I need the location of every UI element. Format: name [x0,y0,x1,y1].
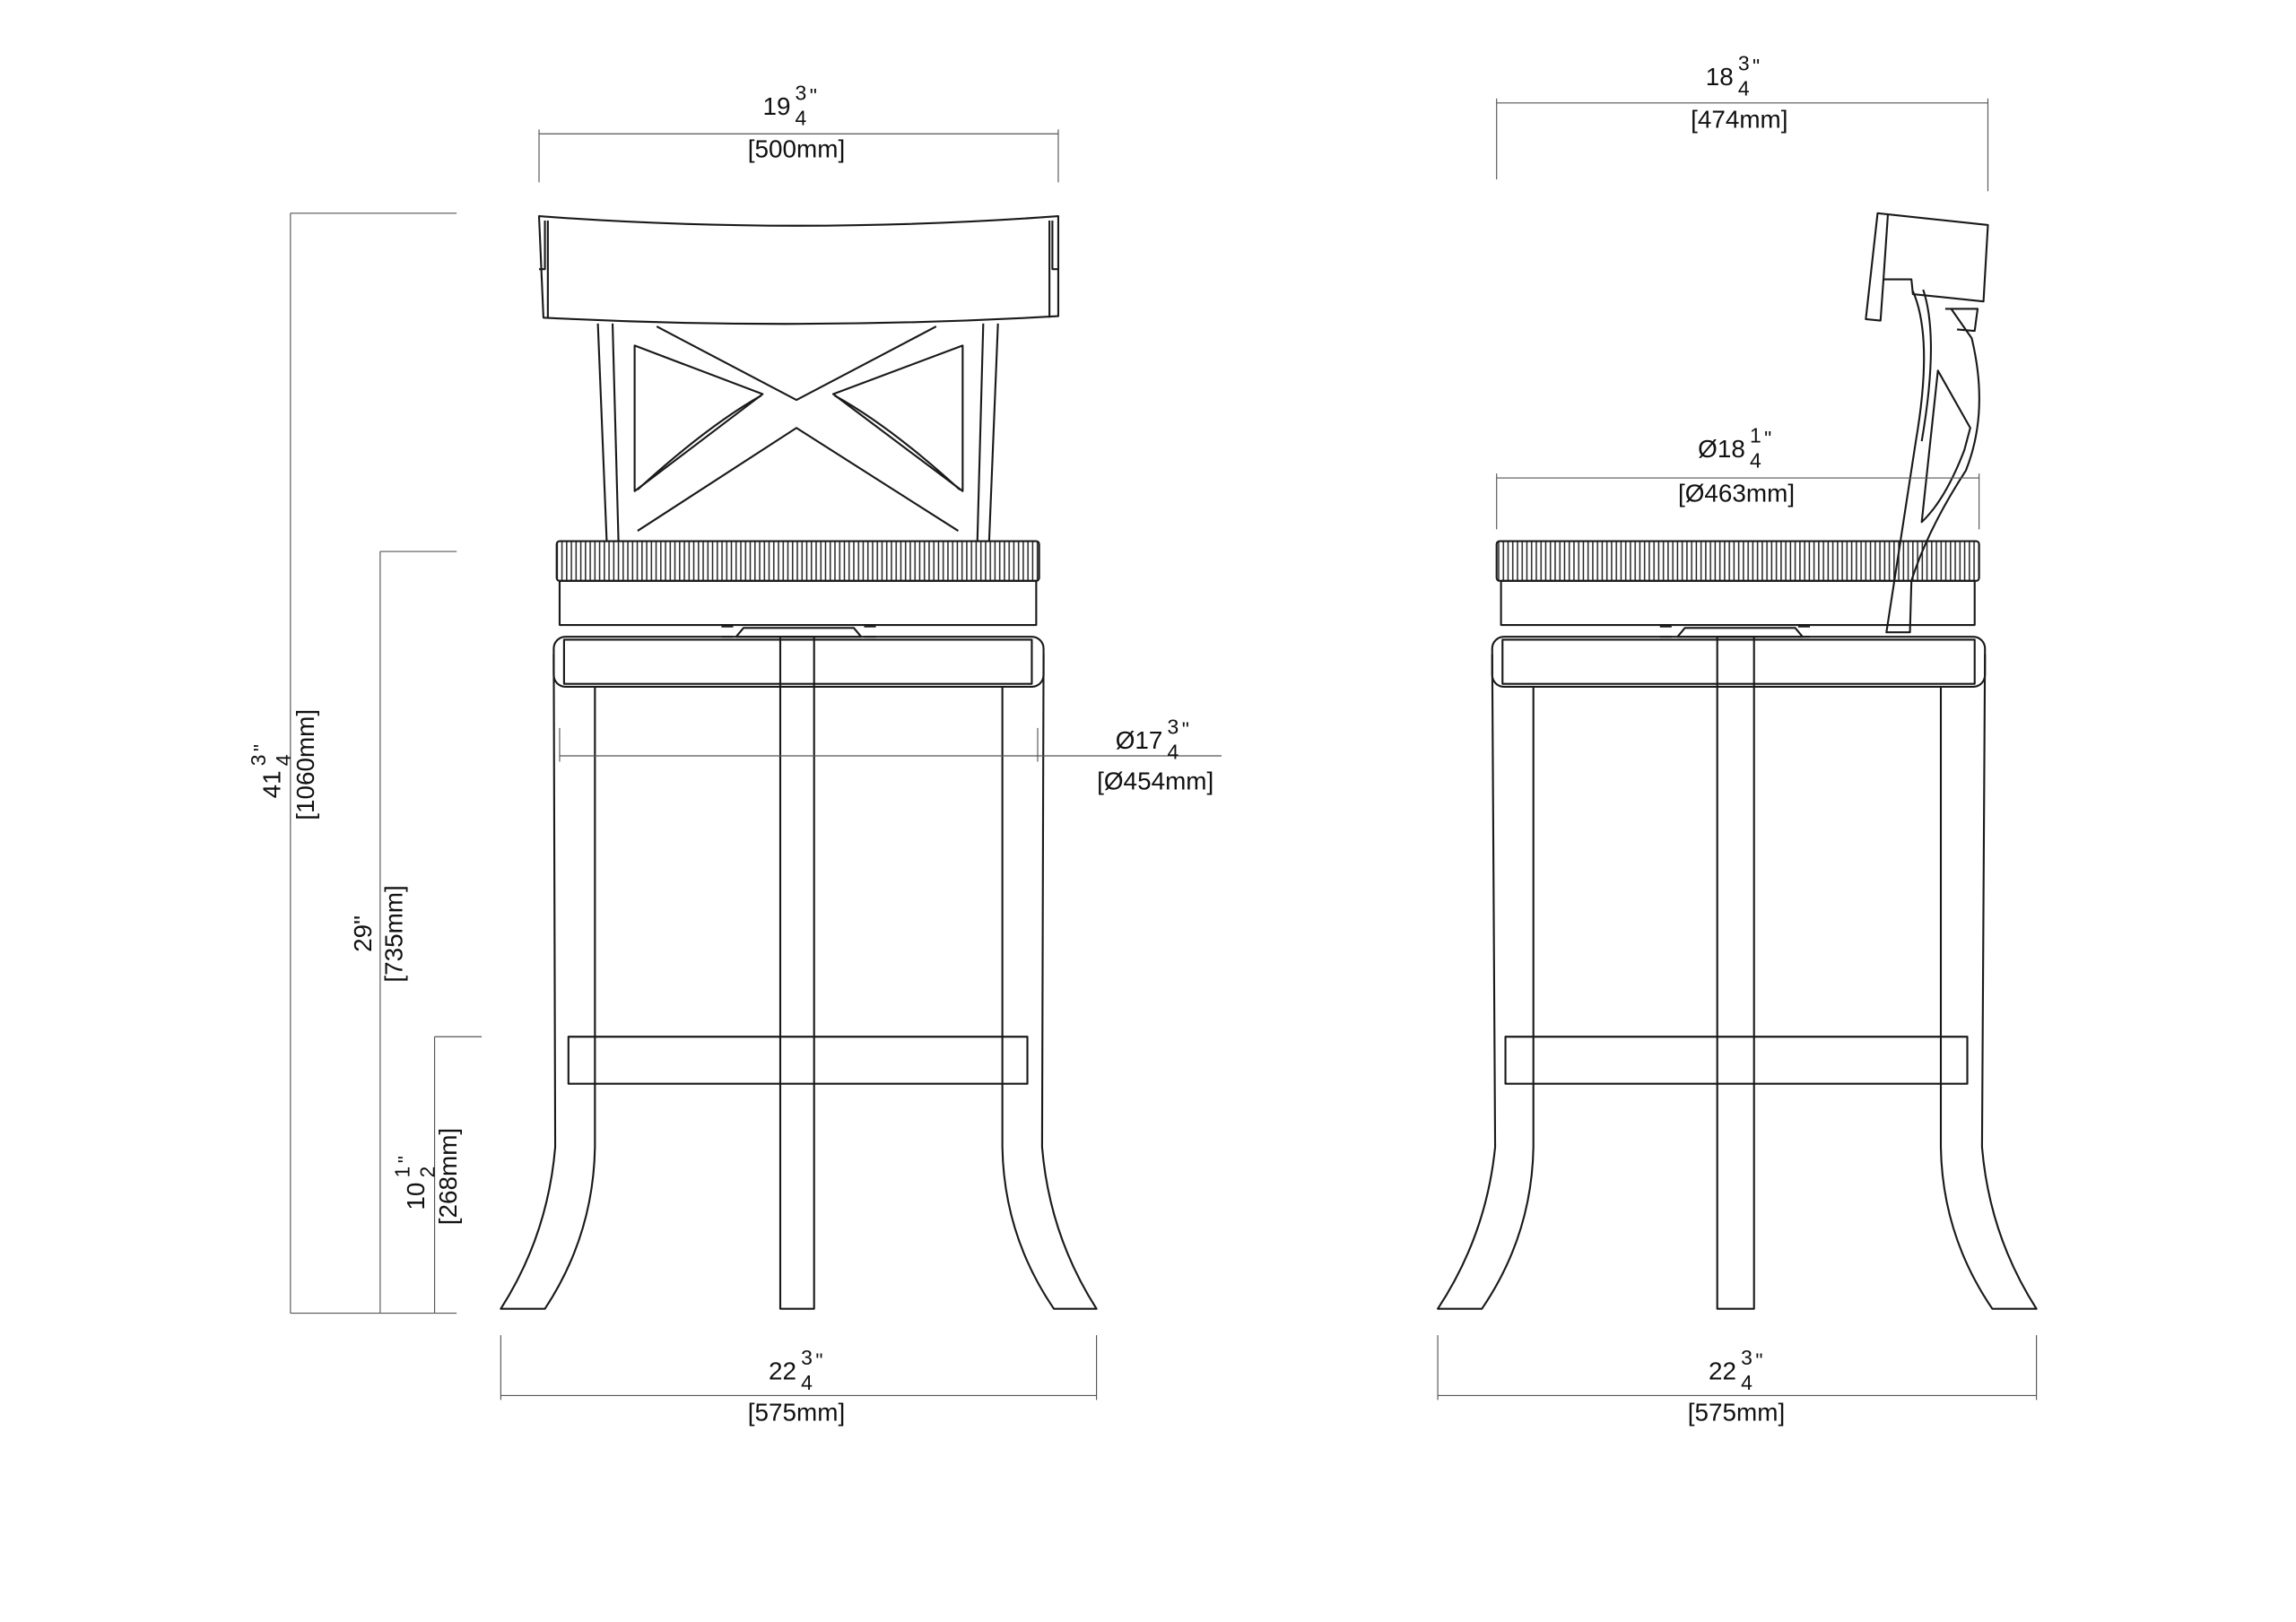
dimension-lines [290,98,2038,1401]
dim-inch-mark: " [810,84,817,108]
dim-metric: [500mm] [748,134,845,162]
dim-imperial: 29" [349,915,377,952]
dim-front-base-width: 22 3 4 " [575mm] [748,1346,845,1426]
dim-numerator: 3 [796,82,807,105]
dim-side-depth: 18 3 4 " [474mm] [1691,52,1787,134]
dim-denominator: 4 [801,1371,813,1394]
dim-side-base-width: 22 3 4 " [575mm] [1688,1346,1785,1426]
dim-inch-mark: " [815,1349,822,1372]
front-swivel [721,625,876,638]
side-leg-left [1437,654,1535,1310]
front-back-post-left [596,323,620,542]
dim-numerator: 3 [1738,52,1750,75]
side-leg-right [1939,654,2038,1310]
dim-footrest-height: 10 1 2 " [268mm] [391,1128,462,1225]
dim-whole: 41 [257,770,285,798]
side-leg-center [1716,636,1755,1310]
side-swivel [1659,625,1811,638]
dim-front-backrest-width: 19 3 4 " [500mm] [748,82,845,163]
dim-whole: 10 [402,1183,430,1210]
dim-numerator: 1 [391,1167,414,1178]
dim-metric: [268mm] [434,1128,462,1225]
dim-metric: [Ø463mm] [1678,479,1795,507]
dim-overall-height: 41 3 4 " [1060mm] [247,709,319,820]
front-footrest [567,1036,1029,1085]
front-frame-ring [552,636,1045,688]
dim-inch-mark: " [249,744,273,751]
side-view [1437,212,2038,1310]
side-backrest [1865,212,1989,634]
side-frame-ring [1491,636,1987,688]
dim-denominator: 4 [272,754,295,766]
dim-denominator: 4 [1741,1371,1752,1394]
dim-whole: Ø17 [1116,726,1163,754]
dim-metric: [575mm] [748,1398,845,1426]
dim-inch-mark: " [1764,427,1771,450]
dim-front-frame-diameter: Ø17 3 4 " [Ø454mm] [1097,715,1213,794]
front-leg-center [778,636,815,1310]
dim-inch-mark: " [1755,1349,1762,1372]
side-footrest [1504,1036,1969,1085]
side-seat-base [1500,579,1976,627]
front-leg-right [1001,654,1098,1310]
front-x-back [633,325,964,532]
dim-denominator: 4 [1738,77,1750,100]
front-seat-ribbed-edge [555,540,1040,582]
dim-metric: [Ø454mm] [1097,768,1213,795]
dim-denominator: 4 [796,106,807,129]
front-seat-base [558,579,1038,627]
dim-whole: 19 [762,92,790,120]
dim-numerator: 3 [247,755,270,767]
dim-inch-mark: " [394,1156,417,1163]
dim-denominator: 4 [1167,740,1178,763]
dim-whole: 22 [769,1357,796,1384]
dim-whole: 22 [1709,1357,1736,1384]
side-seat-ribbed-edge [1495,540,1980,582]
dim-metric: [474mm] [1691,106,1787,134]
dim-metric: [735mm] [379,885,407,982]
dim-inch-mark: " [1752,55,1760,78]
dim-whole: Ø18 [1698,435,1745,463]
dim-side-seat-diameter: Ø18 1 4 " [Ø463mm] [1678,424,1795,507]
dim-denominator: 4 [1750,449,1761,473]
dim-numerator: 3 [1741,1346,1752,1369]
dim-numerator: 3 [1167,715,1178,738]
dim-seat-height: 29" [735mm] [349,885,407,982]
front-back-post-right [976,323,999,542]
dim-inch-mark: " [1182,718,1189,742]
dim-numerator: 3 [801,1346,813,1369]
front-view [500,215,1098,1310]
front-backrest-rail [537,215,1060,325]
dim-denominator: 2 [416,1167,439,1178]
dim-numerator: 1 [1750,424,1761,447]
dim-metric: [1060mm] [291,709,319,820]
dim-whole: 18 [1706,63,1734,91]
dim-metric: [575mm] [1688,1398,1785,1426]
front-leg-left [500,654,596,1310]
